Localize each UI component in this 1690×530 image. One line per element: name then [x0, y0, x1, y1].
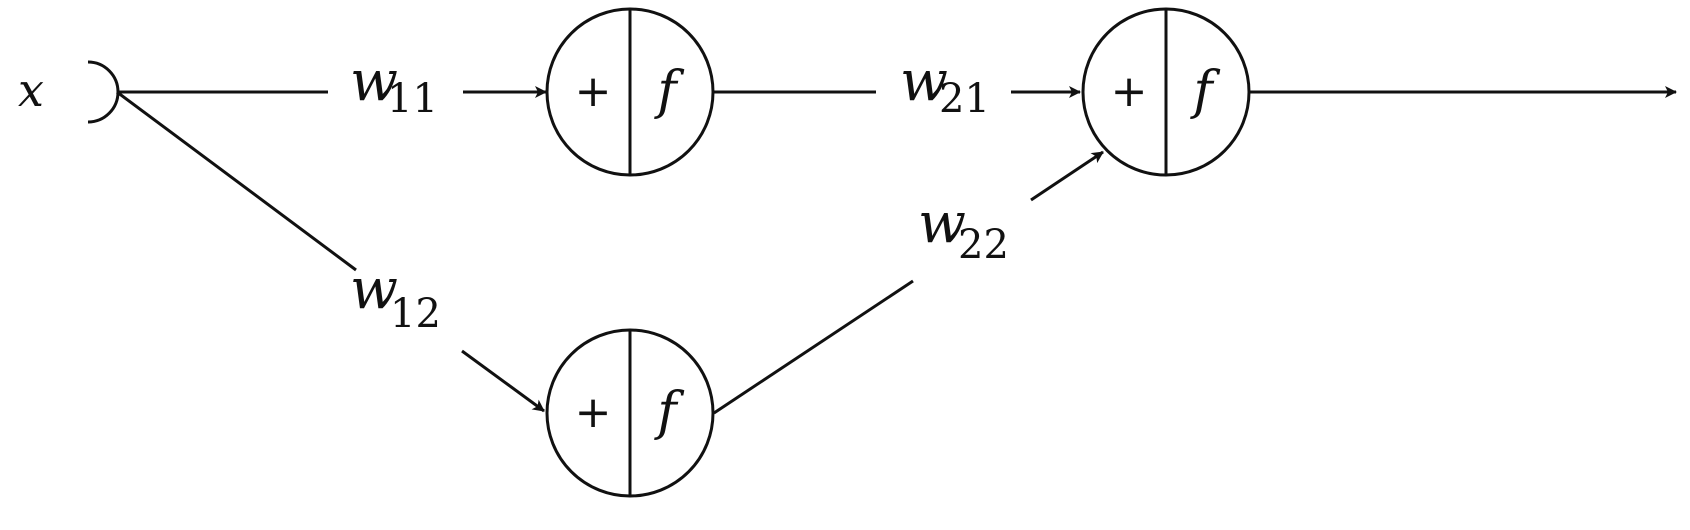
weight-w11-label: w 11	[350, 49, 438, 122]
weight-w22-base: w	[918, 191, 966, 256]
input-label: x	[18, 63, 44, 117]
neuron-n21-sum-symbol: +	[1111, 66, 1148, 117]
neuron-n21: + f	[1081, 7, 1251, 177]
weight-w11-subscript: 11	[387, 76, 438, 122]
weight-w12-subscript: 12	[390, 291, 441, 337]
weight-w21-subscript: 21	[939, 76, 990, 122]
weight-w12-base: w	[350, 257, 398, 322]
weight-w12-label: w 12	[350, 257, 441, 337]
neuron-n11-sum-symbol: +	[575, 66, 612, 117]
weight-w21-base: w	[900, 49, 948, 114]
neuron-n12: + f	[545, 328, 715, 498]
weight-w21-label: w 21	[900, 49, 990, 122]
input-terminal	[87, 60, 120, 124]
neuron-n12-sum-symbol: +	[575, 387, 612, 438]
edge-x-to-n12-segment	[116, 90, 357, 272]
edge-n12-to-n21-segment	[713, 279, 914, 415]
weight-w22-subscript: 22	[958, 222, 1009, 268]
weight-w11-base: w	[350, 49, 398, 114]
edge-x-to-n12-arrow	[461, 349, 545, 413]
edge-n12-to-n21-arrow	[1030, 150, 1104, 202]
neuron-n11: + f	[545, 7, 715, 177]
weight-w22-label: w 22	[918, 191, 1009, 268]
